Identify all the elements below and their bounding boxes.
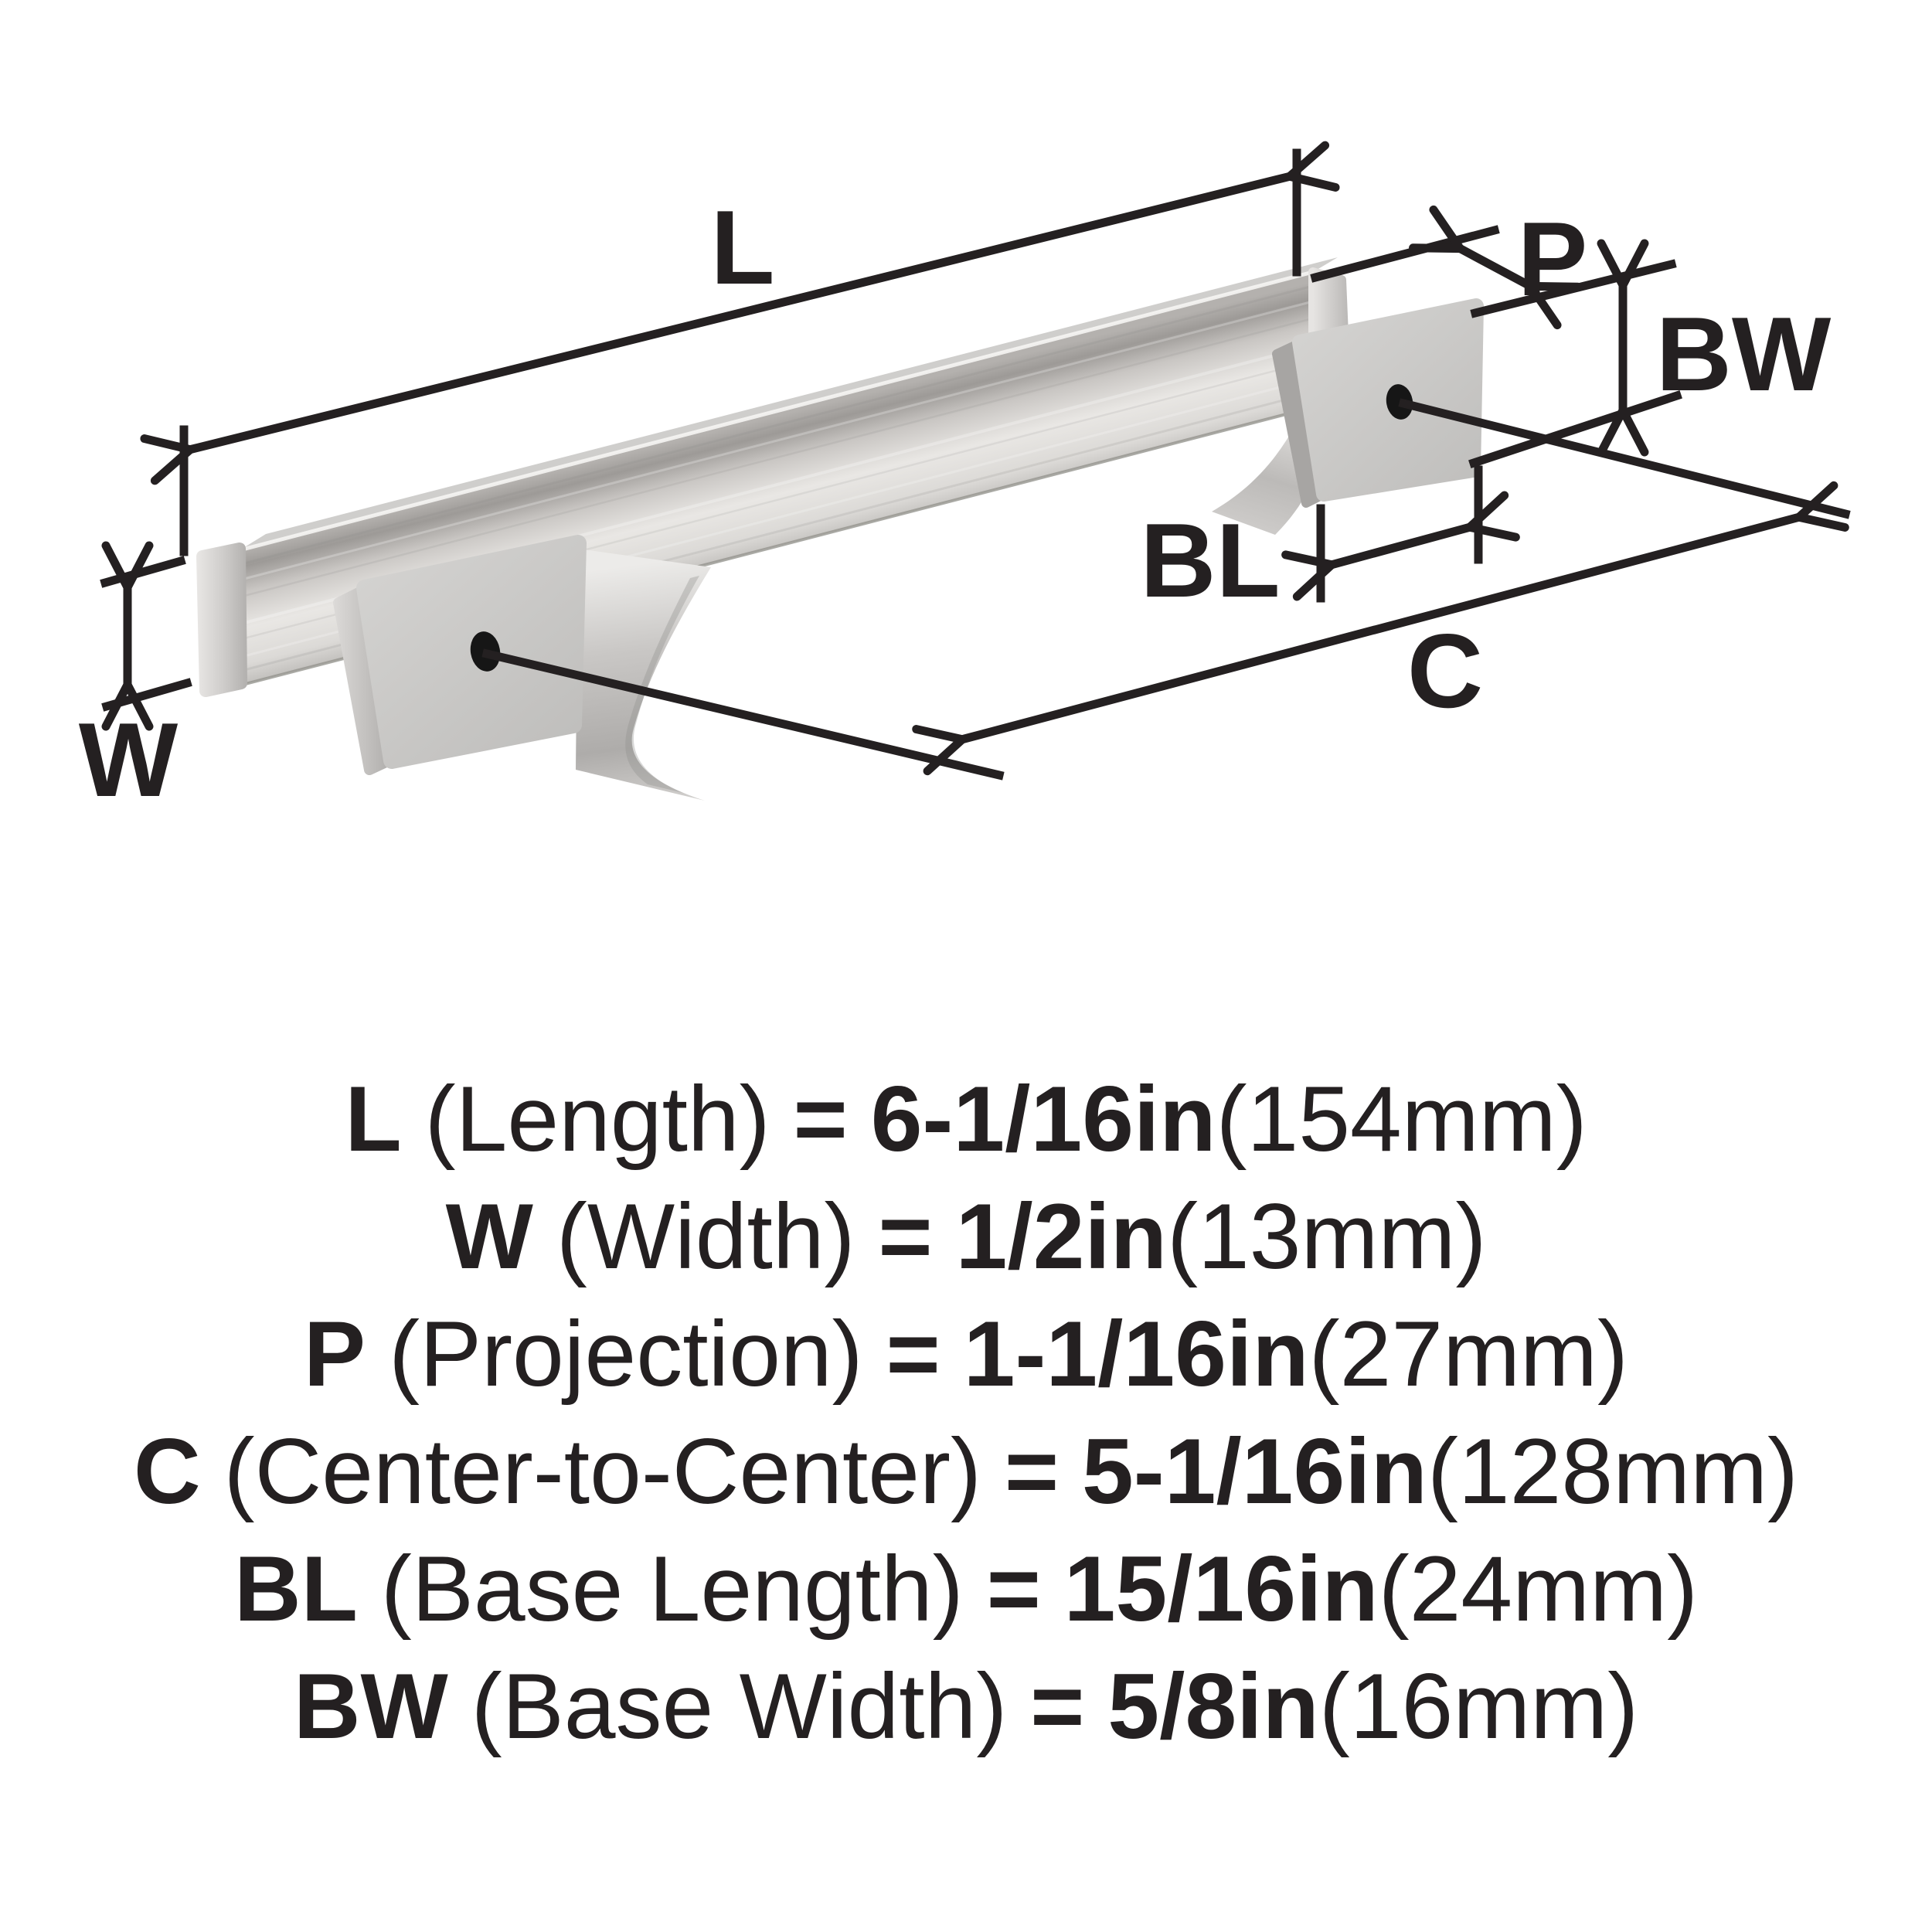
spec-row-width: W (Width) = 1/2in (13mm) (446, 1178, 1487, 1295)
spec-code: BW (293, 1655, 448, 1758)
dim-length (140, 141, 1340, 556)
spec-value: 1/2in (955, 1185, 1168, 1288)
bar-left-cap (196, 543, 247, 697)
spec-equals: = (986, 1537, 1041, 1641)
spec-label: (Base Length) (380, 1537, 964, 1641)
length-dim-line (140, 141, 1340, 485)
spec-metric: (16mm) (1318, 1655, 1639, 1758)
spec-value: 5-1/16in (1082, 1420, 1427, 1523)
spec-code: L (345, 1067, 402, 1171)
spec-metric: (24mm) (1378, 1537, 1699, 1641)
spec-row-center-to-center: C (Center-to-Center) = 5-1/16in (128mm) (134, 1413, 1798, 1530)
spec-equals: = (793, 1067, 848, 1171)
dim-base-width (1468, 239, 1682, 468)
spec-row-base-length: BL (Base Length) = 15/16in (24mm) (234, 1530, 1698, 1648)
label-length: L (710, 189, 774, 306)
spec-code: C (134, 1420, 201, 1523)
left-foot-neck (576, 549, 711, 801)
spec-metric: (154mm) (1216, 1067, 1587, 1171)
base-length-dim-line (1281, 491, 1520, 601)
dim-width (100, 541, 192, 731)
spec-label: (Length) (424, 1067, 770, 1171)
label-center: C (1407, 612, 1483, 730)
spec-label: (Width) (556, 1185, 855, 1288)
spec-value: 5/8in (1107, 1655, 1319, 1758)
label-projection: P (1518, 200, 1588, 318)
spec-metric: (128mm) (1427, 1420, 1798, 1523)
spec-value: 6-1/16in (870, 1067, 1216, 1171)
spec-equals: = (878, 1185, 933, 1288)
width-tick-top (100, 556, 186, 588)
spec-list: L (Length) = 6-1/16in (154mm) W (Width) … (0, 1060, 1932, 1765)
spec-value: 1-1/16in (963, 1302, 1309, 1406)
spec-label: (Projection) (389, 1302, 863, 1406)
spec-equals: = (886, 1302, 940, 1406)
spec-equals: = (1030, 1655, 1085, 1758)
spec-row-length: L (Length) = 6-1/16in (154mm) (345, 1060, 1587, 1178)
spec-label: (Base Width) (471, 1655, 1008, 1758)
dim-center-to-center (481, 398, 1851, 781)
spec-metric: (13mm) (1167, 1185, 1487, 1288)
label-base-length: BL (1140, 502, 1280, 619)
spec-code: BL (233, 1537, 358, 1641)
label-width: W (79, 701, 179, 818)
label-base-width: BW (1656, 295, 1832, 413)
handle-pull (196, 257, 1484, 801)
spec-row-base-width: BW (Base Width) = 5/8in (16mm) (294, 1648, 1638, 1765)
center-dim-line (912, 481, 1849, 776)
spec-equals: = (1004, 1420, 1060, 1523)
spec-metric: (27mm) (1308, 1302, 1628, 1406)
projection-dim-line (1409, 205, 1582, 330)
spec-code: W (445, 1185, 533, 1288)
spec-code: P (304, 1302, 366, 1406)
spec-label: (Center-to-Center) (223, 1420, 981, 1523)
spec-value: 15/16in (1063, 1537, 1379, 1641)
dim-projection (1310, 205, 1677, 330)
spec-row-projection: P (Projection) = 1-1/16in (27mm) (304, 1295, 1628, 1413)
